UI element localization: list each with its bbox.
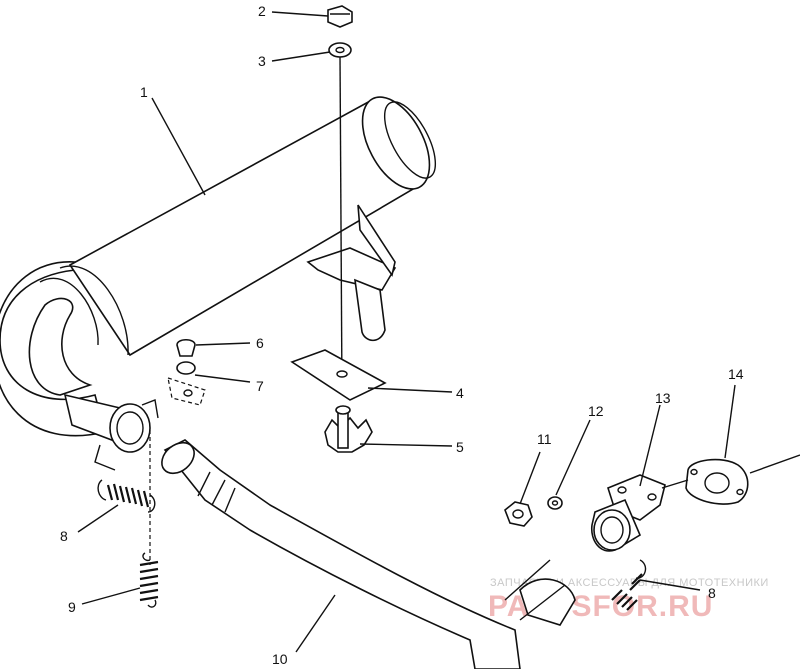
callout-6: 6 (256, 335, 264, 351)
plug-part (176, 338, 196, 357)
grommet-part (324, 405, 373, 453)
nut-part (327, 5, 353, 28)
callout-8-right: 8 (708, 585, 716, 601)
spring-9 (139, 552, 159, 608)
clip-part (167, 361, 206, 406)
callout-1: 1 (140, 84, 148, 100)
callout-13: 13 (655, 390, 671, 406)
callout-4: 4 (456, 385, 464, 401)
spring-left (97, 479, 156, 513)
stud-line (339, 54, 343, 396)
gasket-axis-line (661, 479, 689, 489)
leader-lines (77, 11, 736, 653)
callouts: 1 2 3 4 5 6 7 8 8 9 10 11 12 13 14 (60, 3, 744, 667)
callout-7: 7 (256, 378, 264, 394)
callout-10: 10 (272, 651, 288, 667)
muffler-part (0, 96, 437, 471)
flange-13 (590, 474, 666, 552)
callout-12: 12 (588, 403, 604, 419)
plate-part (290, 349, 387, 401)
callout-9: 9 (68, 599, 76, 615)
callout-2: 2 (258, 3, 266, 19)
callout-11: 11 (537, 431, 552, 447)
callout-5: 5 (456, 439, 464, 455)
callout-8-left: 8 (60, 528, 68, 544)
exhaust-pipe (161, 439, 576, 669)
gasket-14 (685, 458, 749, 505)
muffler-bracket (306, 204, 397, 342)
washer-part (328, 42, 352, 58)
callout-14: 14 (728, 366, 744, 382)
spring-right (611, 559, 647, 611)
callout-3: 3 (258, 53, 266, 69)
washer-12 (547, 496, 563, 510)
nut-11 (504, 501, 533, 527)
gasket-axis-line-right (749, 454, 800, 474)
